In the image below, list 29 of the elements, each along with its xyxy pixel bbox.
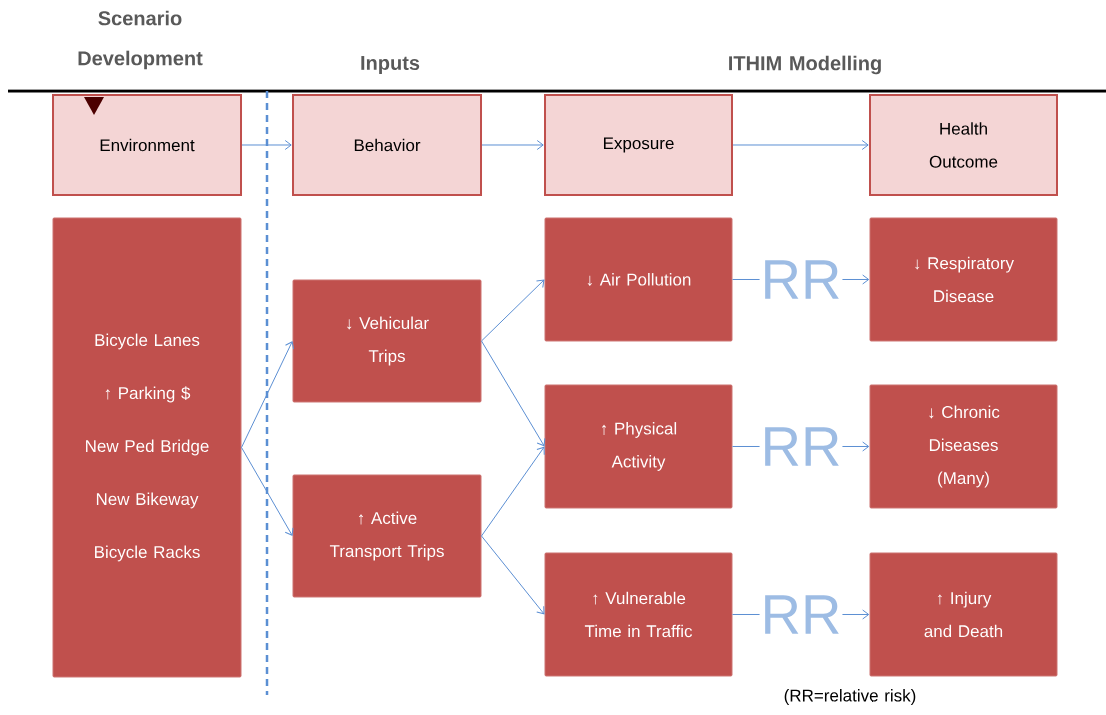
edge-label: RR	[759, 594, 843, 635]
arrow	[732, 140, 869, 150]
stage-box: Exposure	[544, 94, 733, 196]
factor-box: ↓ Air Pollution	[544, 217, 733, 342]
factor-box: ↑ Active Transport Trips	[292, 474, 482, 598]
edge-label: RR	[759, 426, 843, 467]
arrow	[481, 446, 545, 537]
note: (RR=relative risk)	[784, 689, 916, 705]
factor-box: ↑ Injury and Death	[869, 552, 1058, 677]
factor-box: ↓ Respiratory Disease	[869, 217, 1058, 342]
factor-box: ↑ Vulnerable Time in Traffic	[544, 552, 733, 677]
edge-label: RR	[759, 259, 843, 300]
stage-box: Environment	[52, 94, 242, 196]
factor-box: ↑ Physical Activity	[544, 384, 733, 509]
arrow	[481, 279, 545, 342]
arrow	[481, 140, 544, 150]
arrow	[481, 340, 546, 447]
column-heading: ITHIM Modelling	[729, 55, 881, 75]
column-heading: Scenario Development	[78, 10, 203, 70]
arrow	[241, 140, 292, 150]
factor-box: ↓ Chronic Diseases (Many)	[869, 384, 1058, 509]
arrow	[481, 535, 545, 615]
arrow	[241, 447, 294, 536]
intervention-box: Bicycle Lanes ↑ Parking $ New Ped Bridge New Bikeway Bicycle Racks	[52, 217, 242, 678]
arrow	[241, 341, 295, 448]
stage-box: Health Outcome	[869, 94, 1058, 196]
factor-box: ↓ Vehicular Trips	[292, 279, 482, 403]
column-heading: Inputs	[361, 56, 420, 74]
stage-box: Behavior	[292, 94, 482, 196]
